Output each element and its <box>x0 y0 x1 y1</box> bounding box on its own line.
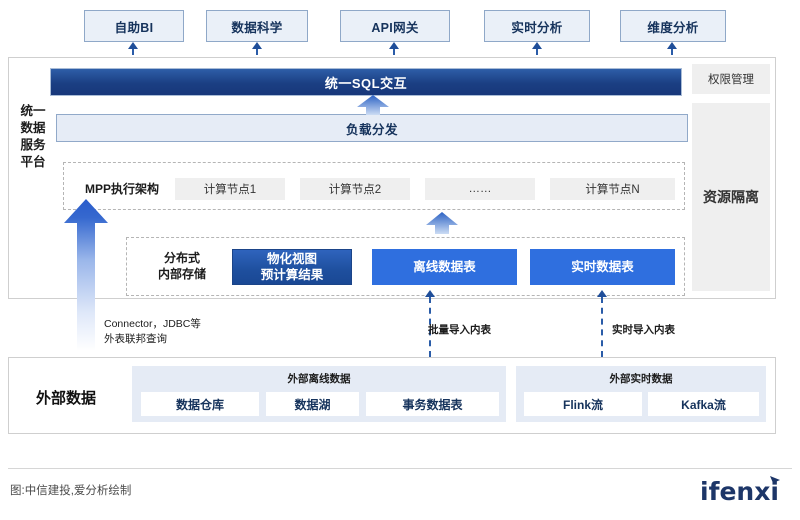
flow-arrow-federation-big <box>64 199 108 351</box>
storage-materialized-view[interactable]: 物化视图 预计算结果 <box>232 249 352 285</box>
label-federated-query: Connector，JDBC等 外表联邦查询 <box>104 317 201 347</box>
arrowhead-ds <box>252 42 262 49</box>
storage-offline-table[interactable]: 离线数据表 <box>372 249 517 285</box>
compute-node-ellipsis: …… <box>425 178 535 200</box>
storage-realtime-table[interactable]: 实时数据表 <box>530 249 675 285</box>
arrowhead-batch-import <box>425 290 435 297</box>
external-item-flink[interactable]: Flink流 <box>524 392 642 416</box>
external-item-transaction-table[interactable]: 事务数据表 <box>366 392 499 416</box>
footer-source-text: 图:中信建投,爱分析绘制 <box>10 485 132 497</box>
consumer-box-api[interactable]: API网关 <box>340 10 450 42</box>
external-item-data-warehouse[interactable]: 数据仓库 <box>141 392 259 416</box>
consumer-row: 自助BI 数据科学 API网关 实时分析 维度分析 <box>0 10 800 42</box>
platform-side-label: 统一数据服务平台 <box>20 104 46 169</box>
logo-swoosh-icon <box>770 476 780 483</box>
storage-mv-line1: 物化视图 <box>266 252 317 266</box>
consumer-box-realtime[interactable]: 实时分析 <box>484 10 590 42</box>
mpp-group-label: MPP执行架构 <box>84 182 159 196</box>
consumer-box-dimension[interactable]: 维度分析 <box>620 10 726 42</box>
external-offline-group-title: 外部离线数据 <box>287 372 351 385</box>
ifenxi-logo-mark: ifenxi <box>700 476 780 506</box>
arrowhead-bi <box>128 42 138 49</box>
flow-arrow-load-to-sql <box>357 95 389 115</box>
ifenxi-logo: ifenxi <box>698 474 790 508</box>
connector-dashed-batch-import <box>429 297 431 357</box>
arrowhead-api <box>389 42 399 49</box>
consumer-box-ds[interactable]: 数据科学 <box>206 10 308 42</box>
flow-arrow-storage-to-mpp <box>426 212 458 234</box>
external-realtime-group-title: 外部实时数据 <box>609 372 673 385</box>
auth-management-block[interactable]: 权限管理 <box>692 64 770 94</box>
label-batch-import: 批量导入内表 <box>428 324 491 336</box>
label-realtime-import: 实时导入内表 <box>612 324 675 336</box>
arrowhead-dimension <box>667 42 677 49</box>
compute-node-2[interactable]: 计算节点2 <box>300 178 410 200</box>
footer-divider <box>8 468 792 469</box>
load-balance-bar[interactable]: 负载分发 <box>56 114 688 142</box>
compute-node-1[interactable]: 计算节点1 <box>175 178 285 200</box>
arrowhead-realtime-import <box>597 290 607 297</box>
storage-group-label: 分布式 内部存储 <box>140 249 224 283</box>
ifenxi-logo-text: ifenxi <box>700 477 779 506</box>
consumer-box-bi[interactable]: 自助BI <box>84 10 184 42</box>
external-item-kafka[interactable]: Kafka流 <box>648 392 759 416</box>
storage-group-label-line2: 内部存储 <box>157 267 206 281</box>
external-item-data-lake[interactable]: 数据湖 <box>266 392 359 416</box>
label-federated-query-line2: 外表联邦查询 <box>104 333 167 345</box>
label-federated-query-line1: Connector，JDBC等 <box>104 318 201 330</box>
unified-sql-bar[interactable]: 统一SQL交互 <box>50 68 682 96</box>
storage-group-label-line1: 分布式 <box>163 251 200 265</box>
compute-node-n[interactable]: 计算节点N <box>550 178 675 200</box>
connector-dashed-realtime-import <box>601 297 603 357</box>
external-data-title: 外部数据 <box>36 390 97 407</box>
arrowhead-realtime <box>532 42 542 49</box>
storage-mv-line2: 预计算结果 <box>260 268 324 282</box>
resource-isolation-block[interactable]: 资源隔离 <box>692 103 770 291</box>
